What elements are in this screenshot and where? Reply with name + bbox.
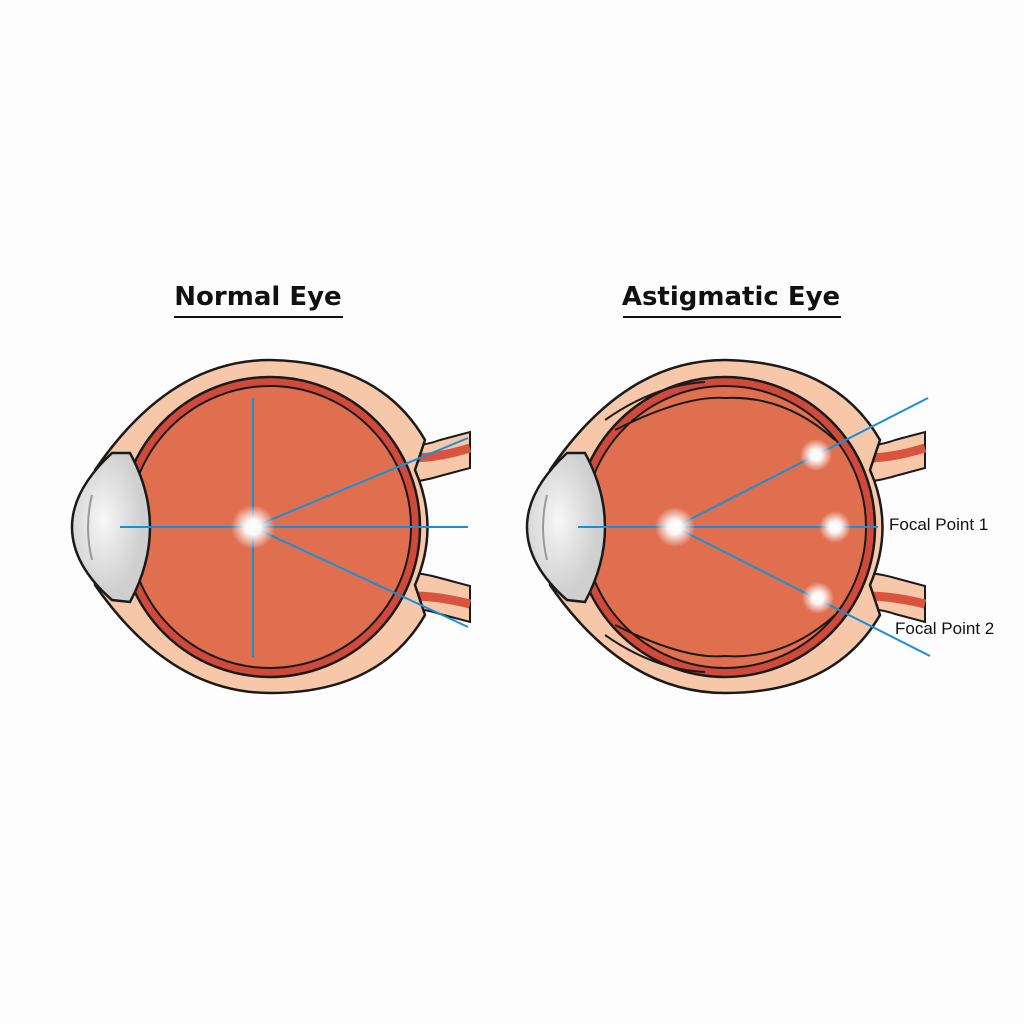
ray-upper — [252, 437, 469, 528]
eyeball-illustration — [527, 360, 925, 693]
normal-eye-title: Normal Eye — [174, 282, 341, 312]
focal-point-glow — [231, 505, 275, 549]
focal-glow-point-1 — [819, 511, 851, 543]
focal-glow-center — [655, 507, 695, 547]
ray-lower — [674, 526, 931, 657]
focal-point-2-label: Focal Point 2 — [895, 619, 994, 638]
focal-point-1-label: Focal Point 1 — [889, 515, 988, 534]
astigmatic-eye: Astigmatic Eye Focal Point 1 Focal Point… — [527, 282, 994, 693]
focal-glow-point-2 — [802, 582, 834, 614]
focal-glow-upper — [800, 439, 832, 471]
ray-upper — [674, 397, 929, 528]
ray-lower — [252, 526, 469, 628]
normal-eye: Normal Eye — [72, 282, 470, 693]
astigmatic-eye-title: Astigmatic Eye — [622, 282, 840, 312]
